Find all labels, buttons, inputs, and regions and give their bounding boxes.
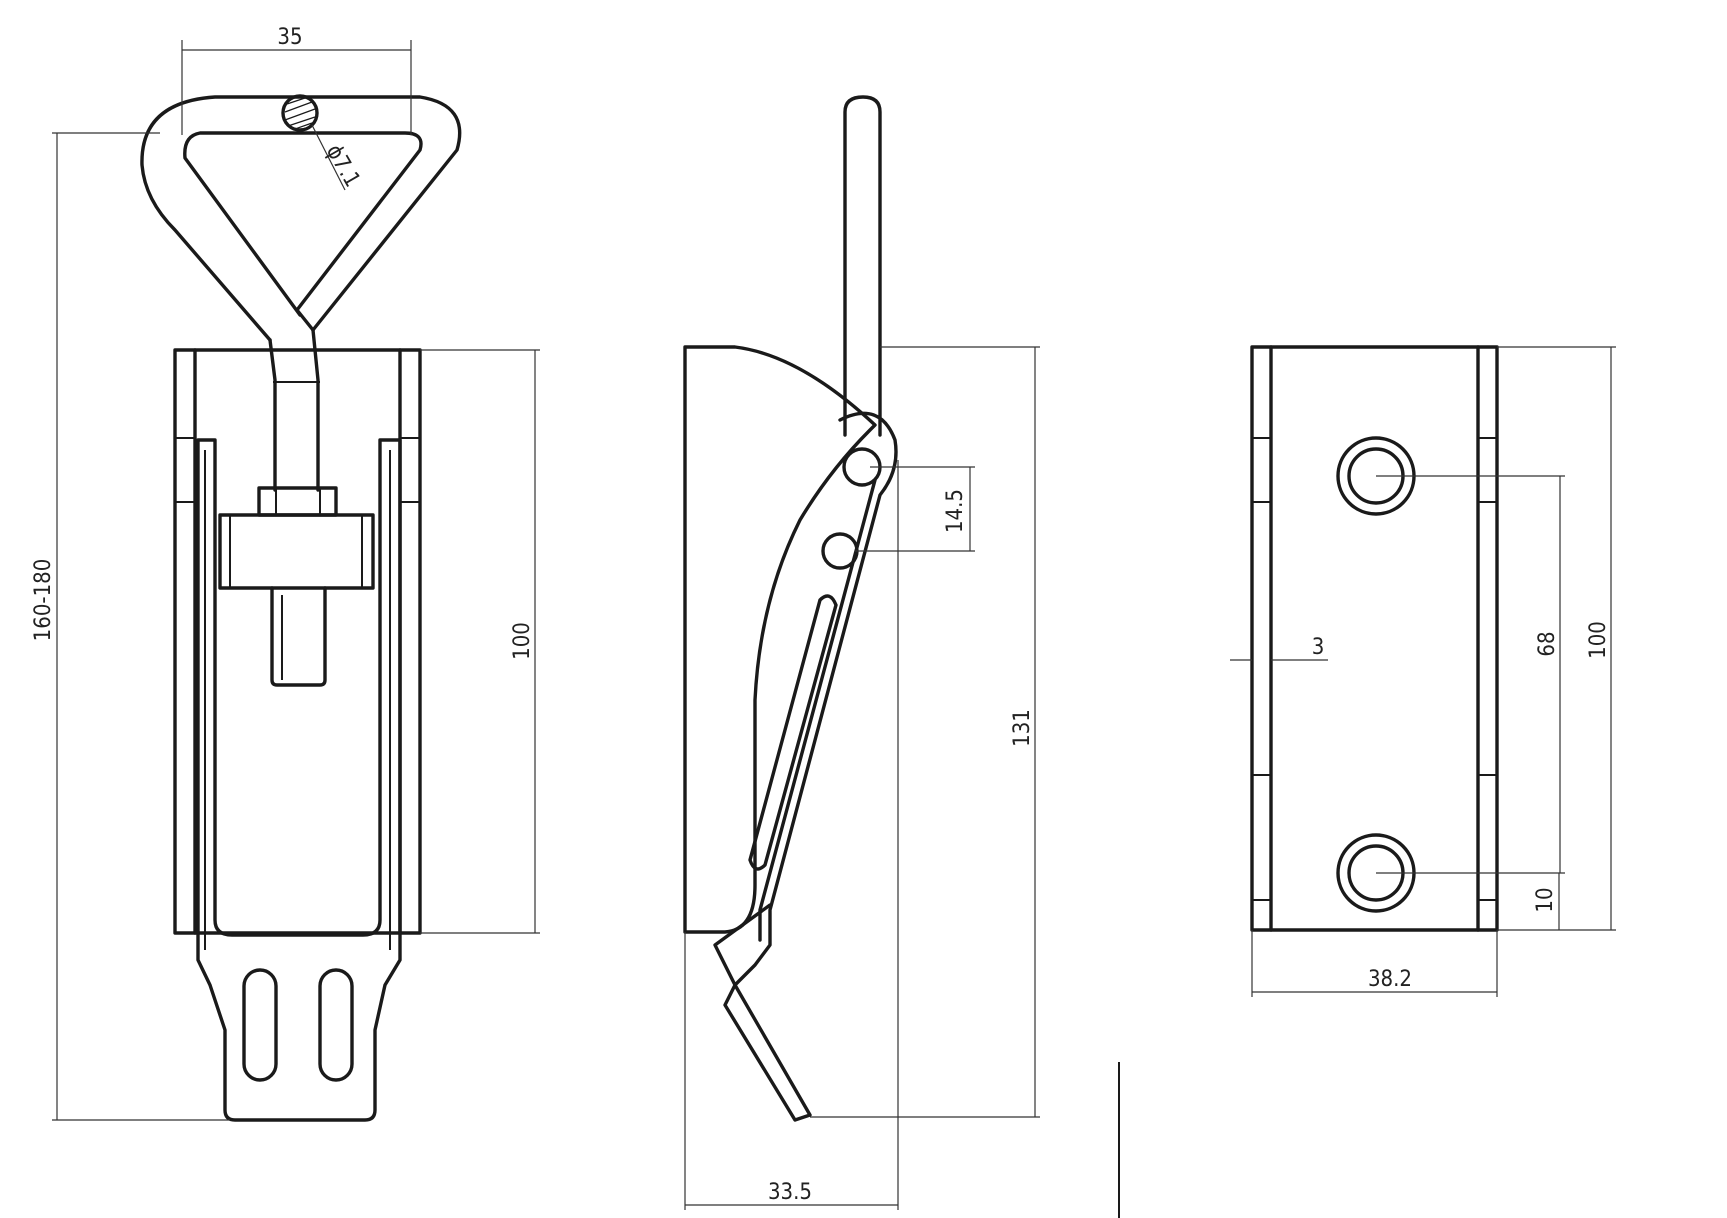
side-lever-arm	[713, 411, 898, 1122]
lever-body	[196, 438, 402, 1122]
front-view: 35 160-180 100 ϕ7.1	[31, 25, 540, 1122]
hex-nut	[257, 486, 338, 517]
dim-side-depth-label: 33.5	[768, 1180, 812, 1205]
dim-base-width	[1251, 930, 1498, 997]
base-view: 3 68 100 10 38.2	[1230, 345, 1616, 997]
dim-side-height	[810, 346, 1040, 1118]
dim-body-height	[420, 349, 540, 934]
side-lever-slot	[748, 594, 838, 871]
base-view-outline	[1250, 345, 1499, 932]
handle-inner-loop	[183, 131, 423, 317]
rod-end	[270, 586, 327, 687]
lever-slot-right	[318, 968, 354, 1082]
trunnion-block	[218, 513, 375, 590]
lever-slot-left	[242, 968, 278, 1082]
side-handle-rod	[843, 95, 882, 437]
dim-base-height	[1497, 346, 1616, 931]
dim-pivot-spacing	[855, 466, 975, 552]
side-lever-arm-inner	[758, 478, 877, 942]
dim-rod-diameter-leader	[311, 124, 346, 191]
dim-body-height-label: 100	[510, 622, 535, 660]
handle-end	[295, 308, 315, 332]
base-plate-outer	[173, 348, 422, 935]
dim-hole-spacing	[1376, 475, 1565, 874]
side-view: 14.5 131 33.5	[683, 95, 1040, 1210]
dim-side-depth	[684, 460, 899, 1210]
dim-width-top	[181, 40, 412, 135]
rod-section-hatch	[284, 97, 316, 130]
dim-base-height-label: 100	[1586, 621, 1611, 659]
dim-side-height-label: 131	[1010, 709, 1035, 747]
dim-total-height	[52, 132, 230, 1121]
rod-section-circle	[281, 94, 319, 132]
pivot-hole-lower	[821, 532, 859, 570]
dim-pivot-spacing-label: 14.5	[943, 489, 968, 533]
base-view-wall-ticks	[1252, 437, 1497, 901]
threaded-rod	[268, 328, 320, 492]
dim-hole-spacing-label: 68	[1535, 631, 1560, 656]
dim-width-top-label: 35	[277, 25, 302, 50]
flange-ticks	[175, 437, 420, 503]
dim-hole-edge-label: 10	[1533, 887, 1558, 912]
handle-outer-loop	[140, 95, 462, 342]
dim-wall-thickness-label: 3	[1312, 635, 1325, 660]
dim-total-height-label: 160-180	[31, 559, 56, 642]
side-base-profile	[683, 345, 877, 934]
dim-base-width-label: 38.2	[1368, 967, 1412, 992]
dim-rod-diameter-label: ϕ7.1	[321, 141, 365, 192]
